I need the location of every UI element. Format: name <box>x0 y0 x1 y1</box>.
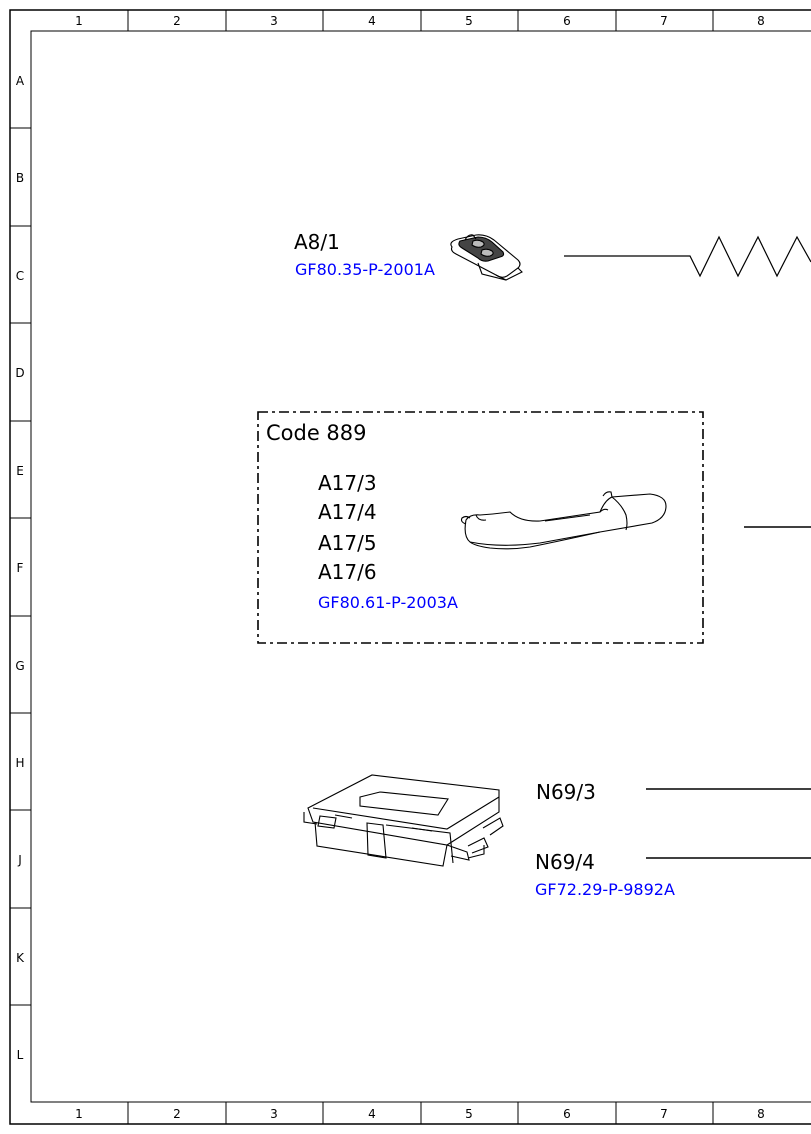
col-label: 4 <box>368 14 376 28</box>
code-option-box <box>257 411 704 644</box>
key-reference-link[interactable]: GF80.35-P-2001A <box>295 260 435 279</box>
column-dividers <box>127 10 714 1124</box>
row-label: C <box>16 269 24 283</box>
col-label: 3 <box>270 1107 278 1121</box>
row-dividers <box>10 127 31 1006</box>
col-label: 2 <box>173 1107 181 1121</box>
row-label: L <box>17 1048 24 1062</box>
col-label: 1 <box>75 14 83 28</box>
key-component: A8/1 GF80.35-P-2001A <box>294 230 811 281</box>
row-label: H <box>15 756 24 770</box>
key-label: A8/1 <box>294 230 340 254</box>
col-label: 8 <box>757 1107 765 1121</box>
col-label: 6 <box>563 1107 571 1121</box>
col-label: 5 <box>465 14 473 28</box>
col-label: 2 <box>173 14 181 28</box>
row-label: A <box>16 74 25 88</box>
column-labels-bottom: 1 2 3 4 5 6 7 8 <box>75 1107 765 1121</box>
door-handle-label: A17/6 <box>318 560 377 584</box>
row-label: J <box>17 853 22 867</box>
col-label: 4 <box>368 1107 376 1121</box>
row-label: K <box>16 951 25 965</box>
col-label: 7 <box>660 14 668 28</box>
control-unit-group: N69/3 N69/4 GF72.29-P-9892A <box>303 774 811 899</box>
door-handle-group: Code 889 A17/3 A17/4 A17/5 A17/6 GF80.61… <box>257 411 811 644</box>
key-wire <box>564 235 811 278</box>
door-handle-label: A17/5 <box>318 531 377 555</box>
col-label: 5 <box>465 1107 473 1121</box>
row-label: D <box>15 366 24 380</box>
control-unit-reference-link[interactable]: GF72.29-P-9892A <box>535 880 675 899</box>
col-label: 1 <box>75 1107 83 1121</box>
door-handle-label: A17/4 <box>318 500 377 524</box>
col-label: 7 <box>660 1107 668 1121</box>
control-unit-icon <box>303 774 504 867</box>
row-label: B <box>16 171 24 185</box>
inner-border <box>30 30 811 1103</box>
door-handle-icon <box>460 491 667 550</box>
key-icon <box>450 234 523 281</box>
row-label: G <box>15 659 24 673</box>
col-label: 3 <box>270 14 278 28</box>
col-label: 8 <box>757 14 765 28</box>
code-label: Code 889 <box>266 421 367 445</box>
control-unit-label: N69/3 <box>536 780 596 804</box>
row-labels: A B C D E F G H J K L <box>15 74 25 1062</box>
outer-border <box>9 9 811 1125</box>
control-unit-label: N69/4 <box>535 850 595 874</box>
column-labels-top: 1 2 3 4 5 6 7 8 <box>75 14 765 28</box>
col-label: 6 <box>563 14 571 28</box>
row-label: F <box>17 561 24 575</box>
row-label: E <box>16 464 24 478</box>
door-handle-reference-link[interactable]: GF80.61-P-2003A <box>318 593 458 612</box>
door-handle-label: A17/3 <box>318 471 377 495</box>
